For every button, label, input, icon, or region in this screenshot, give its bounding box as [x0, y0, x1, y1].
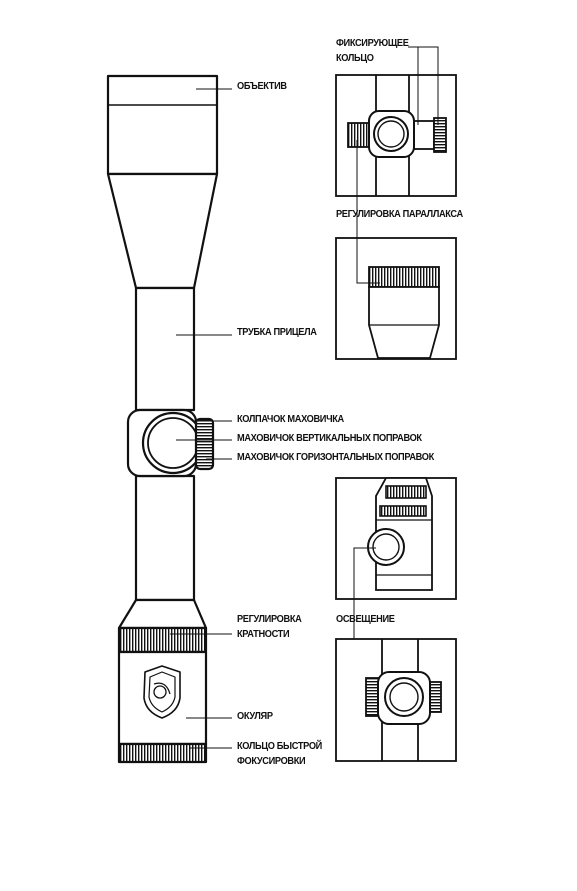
eyepiece-taper	[117, 598, 208, 630]
label-magnification-2: КРАТНОСТИ	[237, 628, 290, 640]
rear-tube	[134, 474, 196, 602]
magnification-ring	[117, 626, 208, 654]
turret-housing	[126, 408, 215, 478]
parallax-leaders	[356, 232, 380, 284]
objective-bell	[106, 74, 219, 290]
front-tube	[134, 286, 196, 412]
inset-illumination-turret	[335, 638, 457, 762]
locking-ring-leaders	[356, 46, 439, 232]
label-focus-ring-1: КОЛЬЦО БЫСТРОЙ	[237, 740, 322, 752]
label-locking-ring-1: ФИКСИРУЮЩЕЕ	[336, 37, 409, 49]
label-elevation-knob: МАХОВИЧОК ВЕРТИКАЛЬНЫХ ПОПРАВОК	[237, 432, 422, 444]
label-focus-ring-2: ФОКУСИРОВКИ	[237, 755, 306, 767]
inset-locking-ring	[335, 74, 457, 197]
focus-ring	[117, 742, 208, 764]
label-locking-ring-2: КОЛЬЦО	[336, 52, 374, 64]
label-windage-knob: МАХОВИЧОК ГОРИЗОНТАЛЬНЫХ ПОПРАВОК	[237, 451, 434, 463]
label-magnification-1: РЕГУЛИРОВКА	[237, 613, 302, 625]
label-objective: ОБЪЕКТИВ	[237, 80, 287, 92]
label-parallax: РЕГУЛИРОВКА ПАРАЛЛАКСА	[336, 208, 463, 220]
main-leader-lines	[170, 88, 232, 749]
inset-parallax	[335, 237, 457, 360]
label-tube: ТРУБКА ПРИЦЕЛА	[237, 326, 317, 338]
main-scope-drawing	[106, 74, 219, 764]
label-eyepiece: ОКУЛЯР	[237, 710, 273, 722]
inset-illumination	[335, 477, 457, 600]
shield-logo-icon	[143, 665, 181, 719]
label-illumination: ОСВЕЩЕНИЕ	[336, 613, 395, 625]
label-turret-cap: КОЛПАЧОК МАХОВИЧКА	[237, 413, 344, 425]
